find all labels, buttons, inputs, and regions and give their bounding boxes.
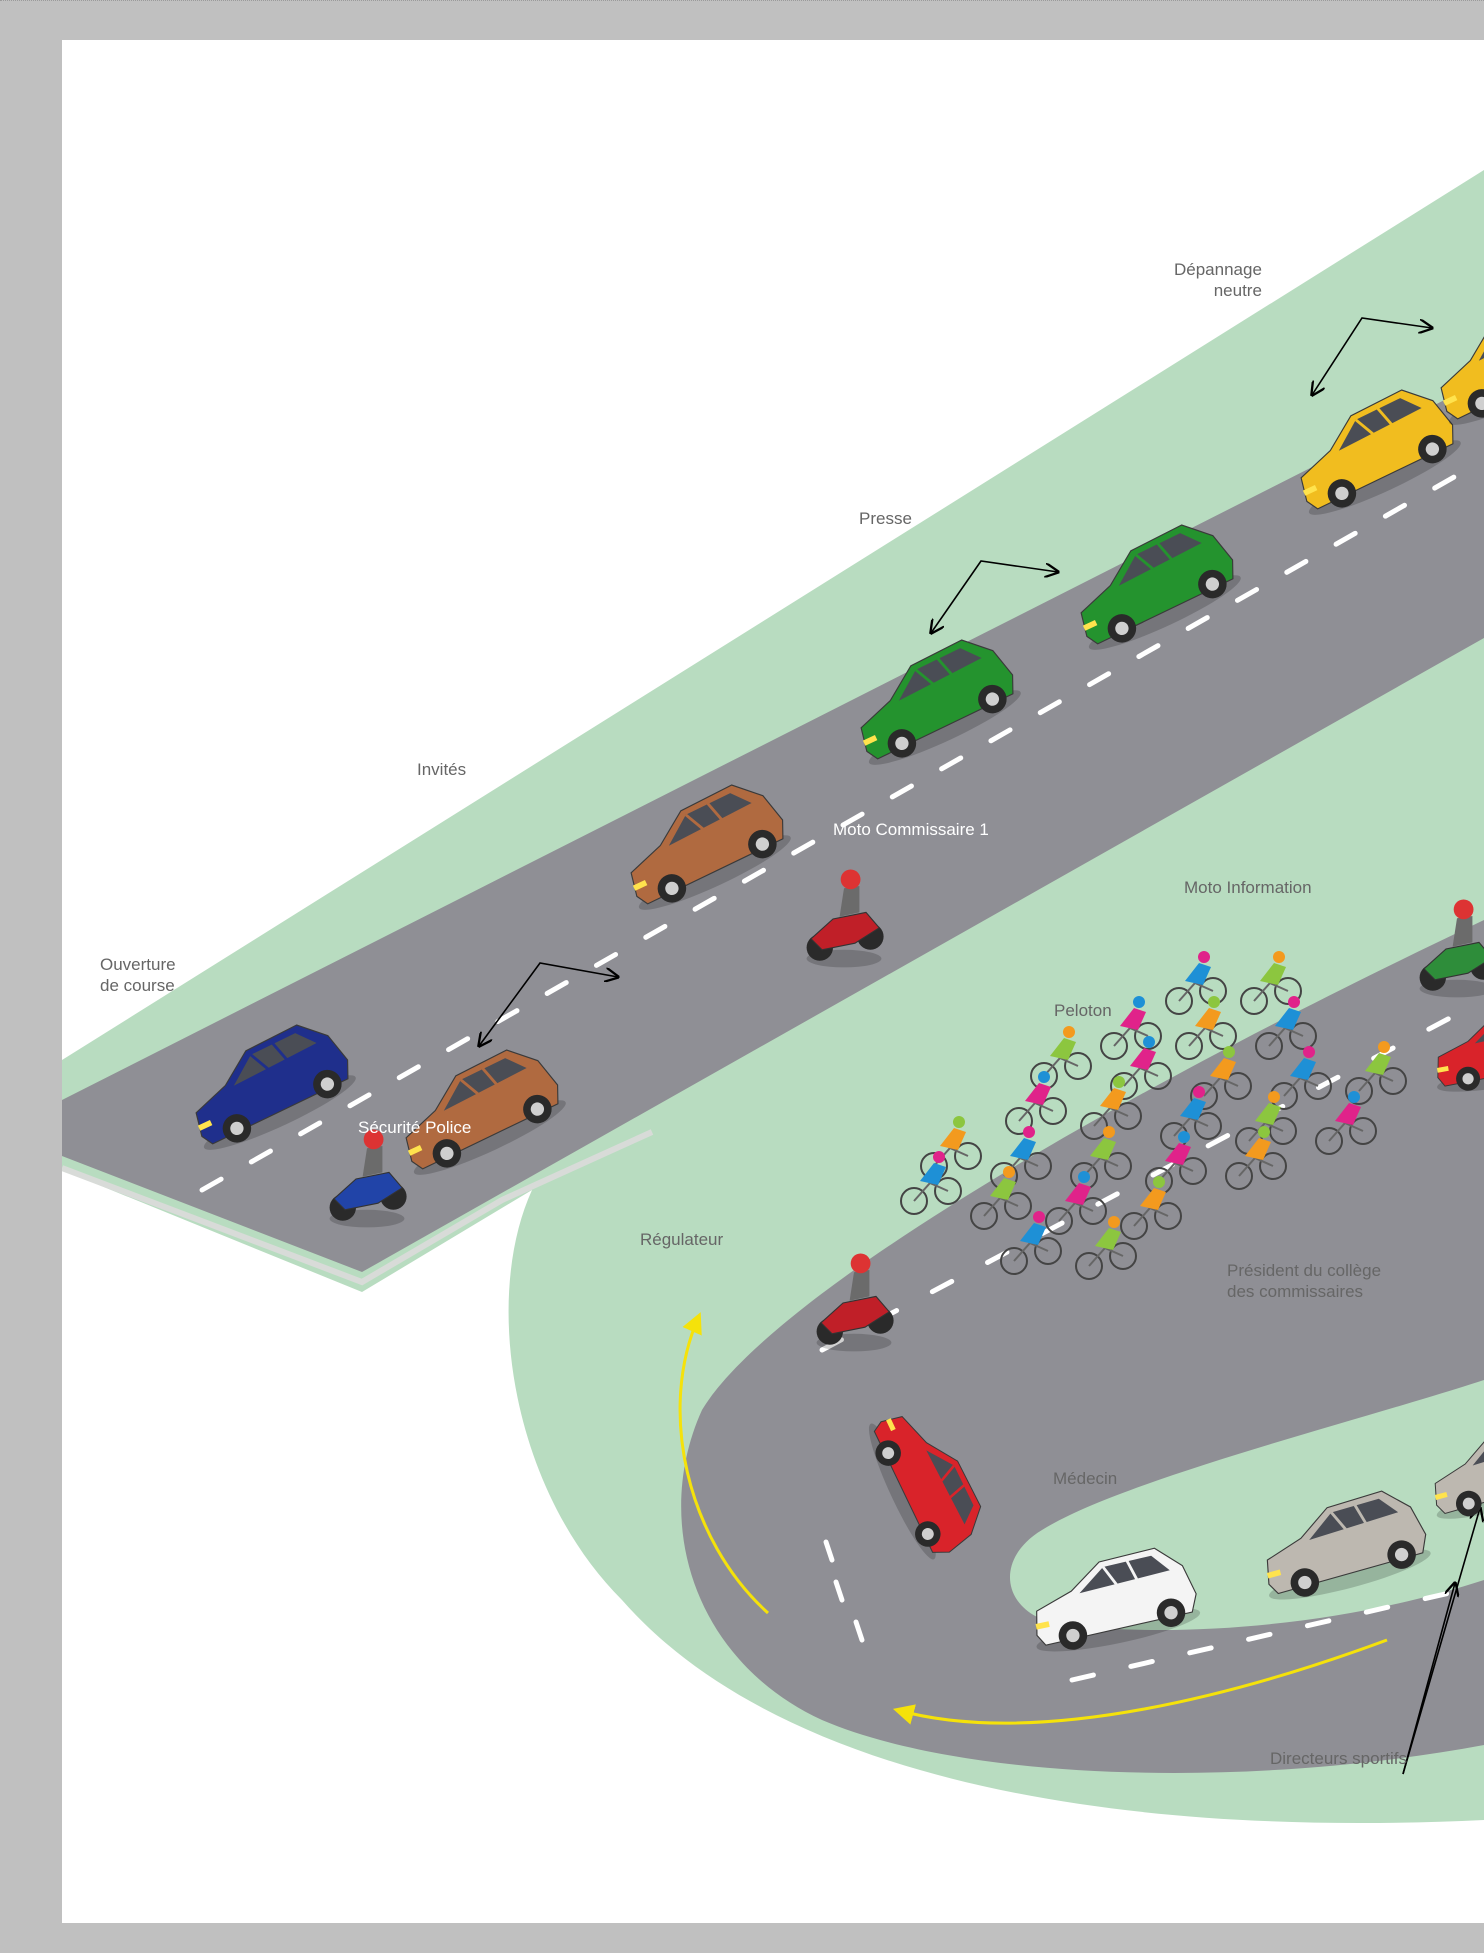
label-presse: Presse [859, 508, 912, 529]
label-moto-commissaire: Moto Commissaire 1 [833, 819, 989, 840]
race-convoy-diagram [62, 40, 1484, 1923]
label-invites: Invités [417, 759, 466, 780]
label-depannage: Dépannage neutre [1174, 259, 1262, 301]
label-directeurs: Directeurs sportifs [1270, 1748, 1407, 1769]
dotted-top-border [0, 0, 1484, 1]
label-president: Président du collège des commissaires [1227, 1260, 1381, 1302]
label-peloton: Peloton [1054, 1000, 1112, 1021]
label-securite-police: Sécurité Police [358, 1117, 471, 1138]
label-regulateur: Régulateur [640, 1229, 723, 1250]
label-medecin: Médecin [1053, 1468, 1117, 1489]
label-moto-information: Moto Information [1184, 877, 1312, 898]
diagram-page: Ouverture de course Sécurité Police Invi… [62, 40, 1484, 1923]
label-ouverture: Ouverture de course [100, 954, 176, 996]
